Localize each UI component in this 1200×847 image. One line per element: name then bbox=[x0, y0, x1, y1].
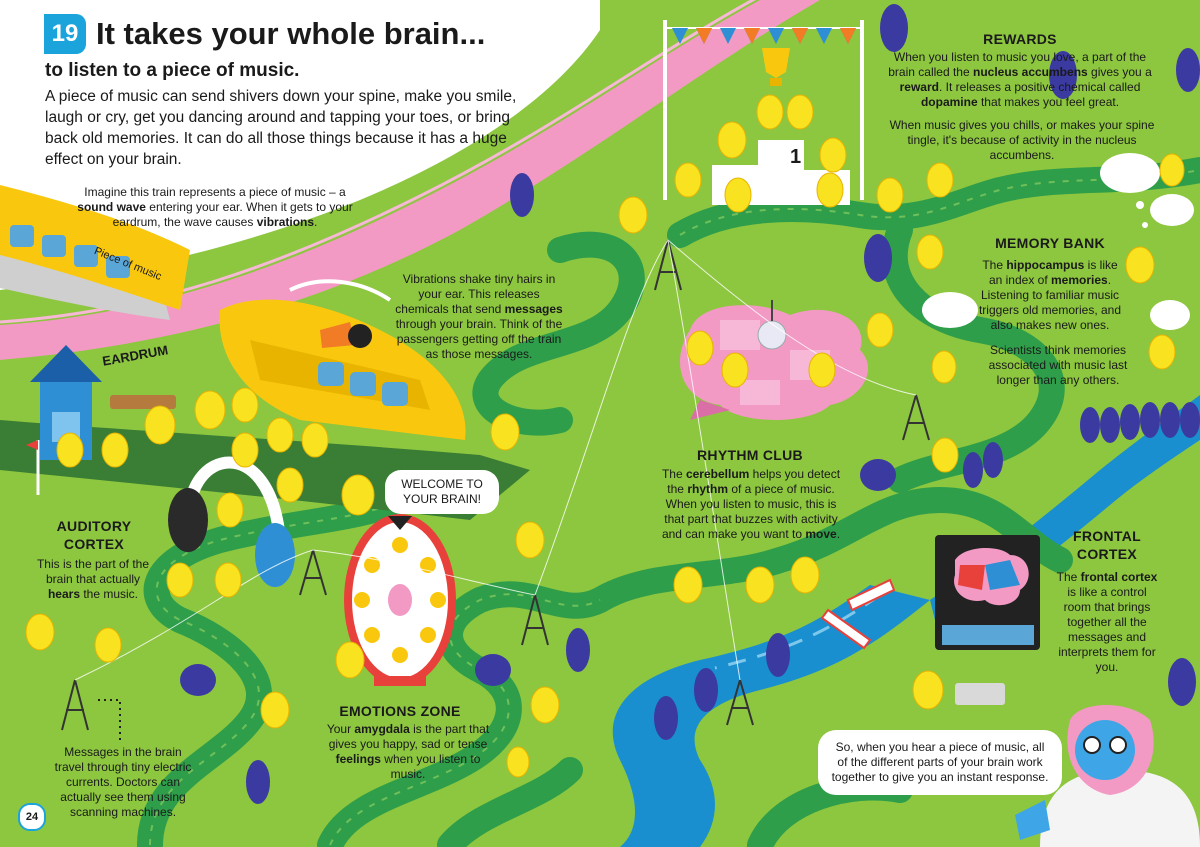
train-cars-left bbox=[0, 185, 190, 310]
memory-bank-caption: The hippocampus is like an index of memo… bbox=[978, 258, 1122, 332]
frontal-cortex-heading: FRONTAL CORTEX bbox=[1073, 528, 1141, 562]
conclusion-speech-bubble: So, when you hear a piece of music, all … bbox=[818, 730, 1062, 795]
cerebellum-club bbox=[680, 300, 869, 420]
train-engine bbox=[219, 279, 466, 440]
memory-bank-heading: MEMORY BANK bbox=[995, 235, 1105, 251]
vibrations-caption: Vibrations shake tiny hairs in your ear.… bbox=[395, 272, 563, 361]
chick-character bbox=[25, 94, 1185, 778]
rhythm-club-caption: The cerebellum helps you detect the rhyt… bbox=[661, 467, 841, 541]
memory-bank-caption-2: Scientists think memories associated wit… bbox=[988, 343, 1128, 387]
emotions-zone-caption: Your amygdala is the part that gives you… bbox=[326, 722, 490, 781]
rewards-caption-2: When music gives you chills, or makes yo… bbox=[889, 118, 1155, 162]
pylon-icon bbox=[61, 239, 930, 731]
memory-thoughts bbox=[922, 153, 1194, 330]
scientist-character bbox=[1015, 705, 1200, 847]
trophy-icon bbox=[762, 48, 790, 78]
page-number: 24 bbox=[18, 803, 46, 831]
page-subtitle: to listen to a piece of music. bbox=[45, 60, 300, 81]
chapter-number-badge: 19 bbox=[44, 14, 86, 54]
pink-track bbox=[0, 0, 820, 360]
frontal-cortex-caption: The frontal cortex is like a control roo… bbox=[1056, 570, 1158, 674]
emotions-zone-heading: EMOTIONS ZONE bbox=[339, 703, 461, 719]
brain-scan-screen bbox=[935, 535, 1040, 705]
disco-ball-icon bbox=[757, 320, 787, 350]
auditory-cortex-heading: AUDITORY CORTEX bbox=[56, 518, 132, 552]
welcome-speech-bubble: WELCOME TO YOUR BRAIN! bbox=[385, 470, 499, 514]
bench bbox=[110, 395, 176, 409]
podium-number: 1 bbox=[790, 146, 802, 168]
rhythm-club-heading: RHYTHM CLUB bbox=[697, 447, 803, 463]
messages-note: Messages in the brain travel through tin… bbox=[54, 745, 192, 819]
page-title: It takes your whole brain... bbox=[96, 16, 486, 51]
intro-paragraph: A piece of music can send shivers down y… bbox=[45, 88, 517, 168]
auditory-cortex-caption: This is the part of the brain that actua… bbox=[36, 557, 150, 601]
train-caption: Imagine this train represents a piece of… bbox=[77, 185, 353, 229]
bridge bbox=[846, 578, 896, 612]
river bbox=[612, 585, 930, 847]
tree-icon bbox=[180, 4, 1200, 804]
rewards-caption: When you listen to music you love, a par… bbox=[888, 50, 1152, 109]
rewards-heading: REWARDS bbox=[983, 31, 1057, 47]
